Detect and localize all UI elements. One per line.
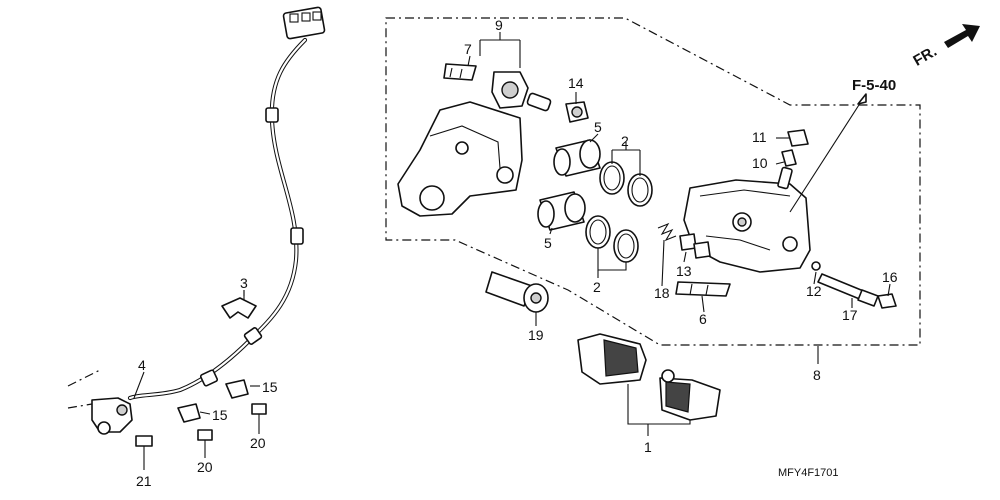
pad-shim-plate bbox=[675, 281, 731, 297]
callout-5-upper: 5 bbox=[594, 119, 602, 135]
callout-2-upper: 2 bbox=[621, 133, 629, 149]
callout-7: 7 bbox=[464, 41, 472, 57]
callout-8: 8 bbox=[813, 367, 821, 383]
pin-plug-small bbox=[811, 261, 821, 271]
callout-19: 19 bbox=[528, 327, 544, 343]
callout-4: 4 bbox=[138, 357, 146, 373]
caliper-bracket bbox=[397, 101, 523, 217]
speed-sensor bbox=[67, 369, 133, 435]
callout-15-lower: 15 bbox=[212, 407, 228, 423]
cable-clip-lower bbox=[177, 403, 201, 423]
cable-clip-upper bbox=[225, 379, 249, 399]
callout-21: 21 bbox=[136, 473, 152, 489]
cable-clamp bbox=[221, 290, 257, 319]
piston-seals-lower bbox=[585, 215, 639, 263]
dust-boot bbox=[565, 101, 589, 123]
piston-seals-upper bbox=[599, 161, 653, 207]
wheel-speed-sensor-cable bbox=[127, 6, 326, 401]
callout-1: 1 bbox=[644, 439, 652, 455]
callout-10: 10 bbox=[752, 155, 768, 171]
bleeder-screw bbox=[777, 149, 797, 190]
callout-2-lower: 2 bbox=[593, 279, 601, 295]
caliper-body bbox=[683, 179, 811, 273]
callout-12: 12 bbox=[806, 283, 822, 299]
pad-pin-plug bbox=[877, 293, 897, 309]
callout-16: 16 bbox=[882, 269, 898, 285]
brake-pad-right bbox=[659, 369, 721, 421]
callout-17: 17 bbox=[842, 307, 858, 323]
assembly-boundary bbox=[385, 17, 921, 346]
reference-label: F-5-40 bbox=[852, 77, 896, 94]
front-direction-arrow-icon bbox=[944, 24, 980, 48]
callout-6: 6 bbox=[699, 311, 707, 327]
callout-15-upper: 15 bbox=[262, 379, 278, 395]
callout-18: 18 bbox=[654, 285, 670, 301]
pad-pin bbox=[817, 273, 879, 307]
diagram-code: MFY4F1701 bbox=[778, 467, 839, 479]
callout-9: 9 bbox=[495, 17, 503, 33]
piston-upper bbox=[553, 139, 601, 177]
pad-retainer-spring bbox=[657, 222, 677, 242]
piston-lower bbox=[537, 191, 586, 231]
clip-bolt-right bbox=[251, 403, 267, 426]
sensor-bolt bbox=[135, 435, 153, 462]
clip-bolt-left bbox=[197, 429, 213, 452]
caliper-bolts bbox=[679, 233, 711, 259]
pad-spring bbox=[443, 63, 477, 81]
callout-14: 14 bbox=[568, 75, 584, 91]
leader-lines bbox=[133, 32, 891, 470]
front-direction-label: FR. bbox=[910, 43, 939, 70]
callout-5-lower: 5 bbox=[544, 235, 552, 251]
brake-pad-left bbox=[577, 333, 647, 385]
callout-11: 11 bbox=[752, 129, 767, 145]
bleeder-cap bbox=[787, 129, 809, 147]
callout-3: 3 bbox=[240, 275, 248, 291]
callout-13: 13 bbox=[676, 263, 692, 279]
slide-pin-boot bbox=[491, 71, 552, 112]
callout-20-right: 20 bbox=[250, 435, 266, 451]
slide-pin bbox=[485, 271, 549, 313]
callout-20-left: 20 bbox=[197, 459, 213, 475]
